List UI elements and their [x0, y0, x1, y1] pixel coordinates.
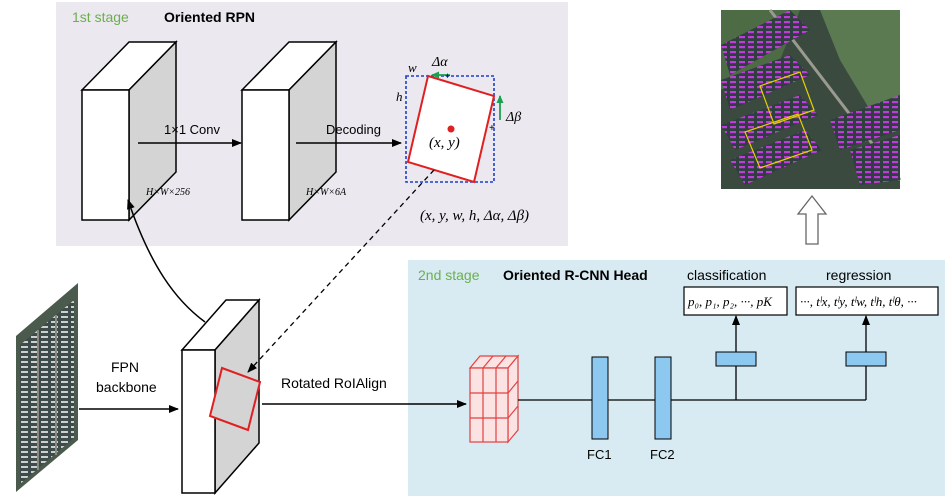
backbone-label-1: FPN — [111, 359, 139, 375]
input-aerial-image — [16, 283, 78, 492]
proposal-to-roi-arrow — [247, 169, 435, 373]
fc1-layer — [591, 356, 609, 440]
cls-output-text: p₀, p₁, p₂, ···, pK — [687, 294, 773, 309]
dim-label-1: H×W×256 — [145, 187, 190, 198]
fc1-label: FC1 — [587, 447, 612, 462]
up-arrow-icon — [796, 194, 828, 245]
fc2-layer — [654, 356, 672, 440]
feature-map-2 — [240, 40, 338, 222]
stage1-title: Oriented RPN — [164, 9, 255, 25]
horizontal-box — [405, 75, 495, 183]
cls-fc-layer — [715, 351, 757, 367]
delta-beta-label: Δβ — [505, 110, 521, 125]
conv-label: 1×1 Conv — [164, 122, 221, 137]
reg-output-box — [795, 286, 939, 316]
output-detection-image — [721, 9, 902, 189]
rotated-roi — [208, 366, 262, 432]
fc2-label: FC2 — [650, 447, 675, 462]
dim-label-2: H×W×6A — [305, 187, 347, 198]
box-width-label: w — [408, 60, 417, 75]
decoding-label: Decoding — [326, 122, 381, 137]
reg-fc-layer — [845, 351, 887, 367]
center-label: (x, y) — [429, 135, 460, 151]
cls-output-box — [683, 286, 788, 316]
delta-alpha-label: Δα — [431, 55, 448, 70]
box-height-label: h — [396, 89, 403, 104]
backbone-label-2: backbone — [96, 379, 157, 395]
fpn-to-rpn-arrow — [127, 199, 206, 323]
roi-feature-cube — [468, 354, 520, 444]
reg-output-text: ···, tˡx, tˡy, tˡw, tˡh, tˡθ, ··· — [800, 294, 917, 309]
center-dot — [447, 125, 455, 133]
feature-map-1 — [80, 40, 178, 222]
cls-header: classification — [687, 267, 766, 283]
stage2-title: Oriented R-CNN Head — [503, 267, 648, 283]
proposal-params: (x, y, w, h, Δα, Δβ) — [420, 208, 529, 224]
reg-header: regression — [826, 267, 891, 283]
delta-alpha-tick: + — [445, 71, 450, 81]
roialign-label: Rotated RoIAlign — [281, 375, 387, 391]
stage2-tag: 2nd stage — [418, 267, 480, 283]
stage1-tag: 1st stage — [72, 9, 129, 25]
delta-beta-tick: + — [489, 123, 495, 134]
